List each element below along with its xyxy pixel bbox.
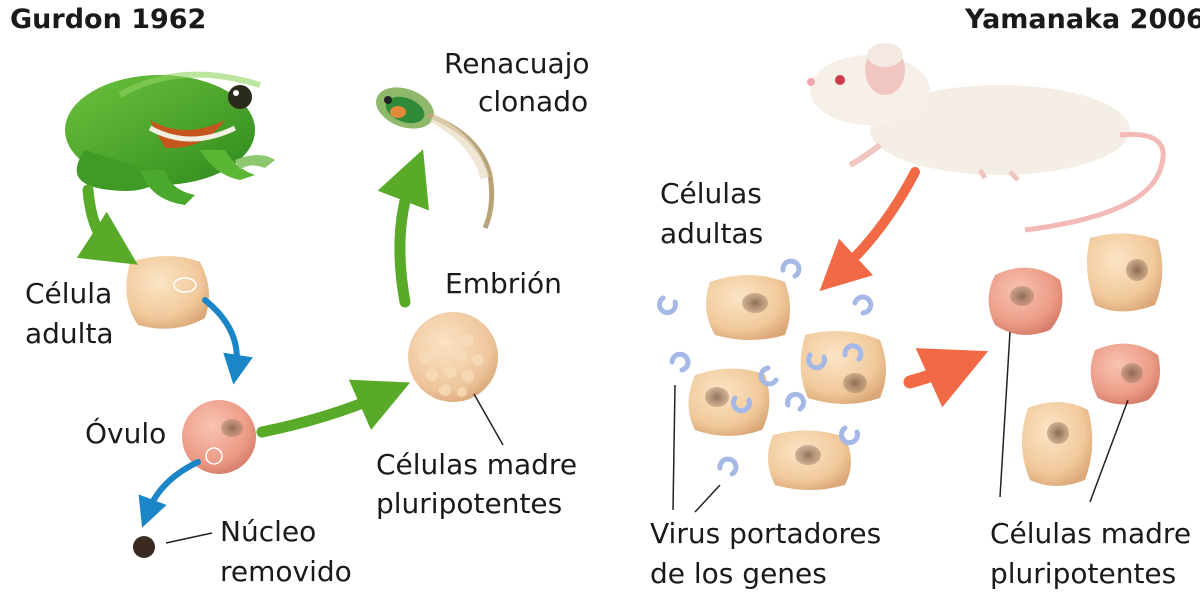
stem-cells-label-line2: pluripotentes bbox=[376, 487, 563, 520]
virus-pointer-line-1 bbox=[672, 384, 676, 511]
embryo bbox=[408, 312, 498, 402]
embryo-pointer-line bbox=[473, 393, 504, 446]
adult-cell-label-line2: adulta bbox=[25, 317, 114, 350]
blue-arrow-cell-to-egg bbox=[202, 297, 253, 385]
virus-10 bbox=[839, 425, 860, 446]
green-arrow-embryo-to-tadpole bbox=[377, 149, 429, 308]
right-stem-cells-label-line1: Células madre bbox=[990, 517, 1192, 550]
virus-label-line1: Virus portadores bbox=[650, 517, 882, 550]
virus-pointer-line-2 bbox=[694, 484, 721, 513]
left-panel-title: Gurdon 1962 bbox=[10, 4, 207, 35]
virus-2 bbox=[657, 295, 678, 316]
adult-cell bbox=[126, 256, 209, 329]
embryo-label: Embrión bbox=[445, 267, 562, 300]
virus-6 bbox=[669, 351, 691, 373]
adult-cells-label-line2: adultas bbox=[660, 217, 764, 250]
right-stem-cells-label-line2: pluripotentes bbox=[990, 557, 1177, 590]
virus-11 bbox=[717, 456, 739, 477]
stem-pointer-line-2 bbox=[1089, 399, 1129, 503]
red-arrow-mouse-to-cells bbox=[819, 167, 920, 292]
stem-cell-2 bbox=[1086, 233, 1163, 312]
adult-cells-label-line1: Células bbox=[660, 177, 762, 210]
adult-cells-cluster bbox=[688, 275, 886, 490]
virus-7 bbox=[758, 365, 779, 387]
virus-particles bbox=[657, 258, 874, 477]
virus-label-line2: de los genes bbox=[650, 557, 827, 590]
red-arrow-cells-to-stem bbox=[903, 348, 989, 408]
stem-cell-3 bbox=[1090, 343, 1161, 405]
tadpole-label-line1: Renacuajo bbox=[444, 47, 590, 80]
virus-8 bbox=[730, 395, 752, 414]
adult-cell-label-line1: Célula bbox=[25, 277, 113, 310]
virus-5 bbox=[842, 343, 864, 362]
stem-cell-4 bbox=[1021, 401, 1093, 486]
mouse-illustration bbox=[807, 43, 1166, 233]
stem-cell-1 bbox=[988, 267, 1063, 335]
removed-nucleus bbox=[133, 536, 155, 558]
blue-arrow-egg-to-nucleus bbox=[138, 459, 201, 528]
virus-4 bbox=[805, 352, 827, 371]
right-panel-title: Yamanaka 2006 bbox=[965, 4, 1200, 35]
frog-illustration bbox=[65, 71, 275, 205]
adult-cell-1 bbox=[706, 275, 790, 340]
stem-pointer-line-1 bbox=[999, 331, 1011, 498]
nucleus-label-line1: Núcleo bbox=[220, 515, 317, 548]
nucleus-pointer-line bbox=[165, 532, 213, 544]
nucleus-label-line2: removido bbox=[220, 555, 352, 588]
tadpole-label-line2: clonado bbox=[478, 85, 589, 118]
egg-label: Óvulo bbox=[85, 417, 167, 450]
virus-9 bbox=[785, 391, 806, 412]
virus-3 bbox=[852, 294, 874, 316]
green-arrow-egg-to-embryo bbox=[256, 379, 411, 438]
adult-cell-2 bbox=[800, 331, 886, 404]
egg-cell bbox=[182, 400, 256, 474]
stem-cells-label-line1: Células madre bbox=[376, 448, 578, 481]
tadpole-illustration bbox=[376, 87, 495, 229]
adult-cell-3 bbox=[688, 368, 770, 436]
virus-1 bbox=[780, 258, 802, 279]
adult-cell-4 bbox=[767, 430, 851, 490]
green-arrow-frog-to-cell bbox=[76, 184, 138, 265]
